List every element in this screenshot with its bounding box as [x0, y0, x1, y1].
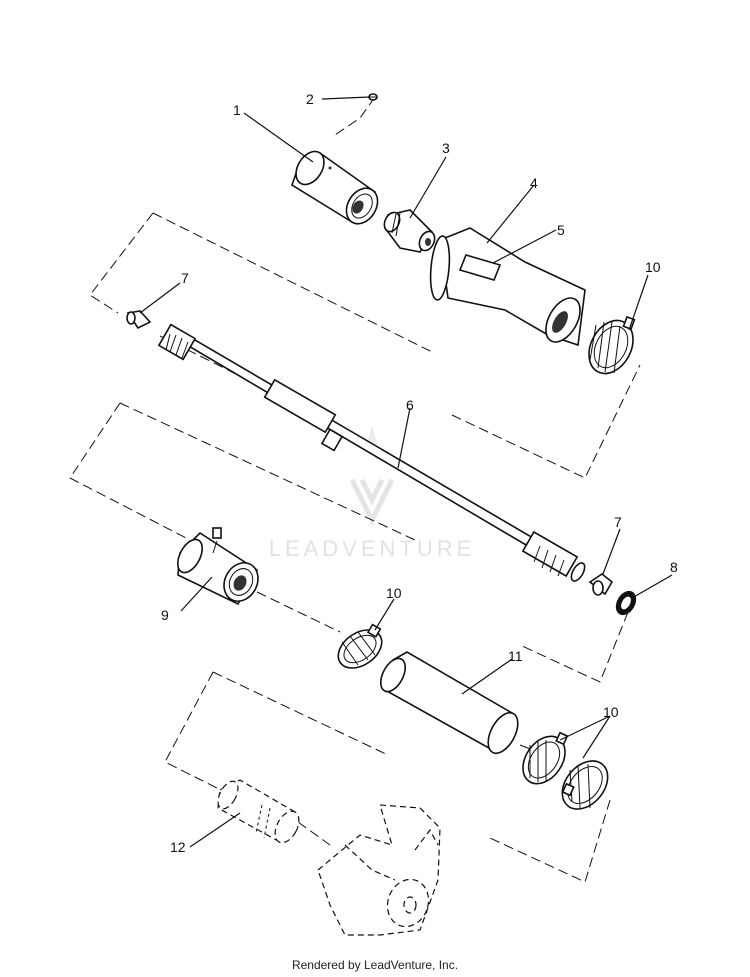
callout-4: 4	[530, 175, 538, 191]
callout-7-upper: 7	[181, 270, 189, 286]
callout-10-middle: 10	[386, 585, 402, 601]
part-3-elbow	[383, 209, 436, 253]
footer-credit: Rendered by LeadVenture, Inc.	[291, 958, 459, 972]
assembly-dash-lines	[69, 96, 641, 883]
callout-11: 11	[508, 648, 523, 664]
callout-10-top: 10	[645, 259, 661, 275]
part-6-drive-shaft	[157, 323, 586, 582]
callout-12: 12	[170, 839, 186, 855]
callout-8: 8	[670, 559, 678, 575]
fan-impeller-reference	[317, 804, 441, 936]
callout-9: 9	[161, 607, 169, 623]
part-10-clamp-lower-right	[561, 760, 609, 810]
watermark-text: LEADVENTURE	[269, 536, 476, 561]
leader-lines	[139, 96, 673, 848]
watermark: LEADVENTURE	[269, 425, 476, 561]
part-11-tube	[379, 651, 519, 755]
part-1-coupler	[291, 150, 379, 225]
callout-5: 5	[557, 222, 565, 238]
part-4-housing	[429, 227, 586, 347]
part-5-decal	[458, 254, 502, 281]
part-12-spline-hub	[217, 779, 300, 844]
callout-10-lower: 10	[603, 704, 619, 720]
part-7-pin-upper	[126, 310, 152, 330]
part-10-clamp-lower-left	[522, 731, 569, 785]
part-10-clamp-middle	[337, 623, 383, 669]
part-7-pin-lower	[588, 573, 614, 596]
part-2-set-screw	[368, 93, 378, 101]
callouts: 2 1 3 4 5 10 7 6 7 8 9 10 11 10 12	[161, 91, 678, 855]
part-10-clamp-top	[588, 315, 636, 375]
part-8-washer	[615, 590, 637, 616]
part-9-coupler	[176, 527, 259, 606]
callout-7-lower: 7	[614, 514, 622, 530]
callout-3: 3	[442, 140, 450, 156]
callout-6: 6	[406, 397, 414, 413]
callout-2: 2	[306, 91, 314, 107]
callout-1: 1	[233, 102, 241, 118]
